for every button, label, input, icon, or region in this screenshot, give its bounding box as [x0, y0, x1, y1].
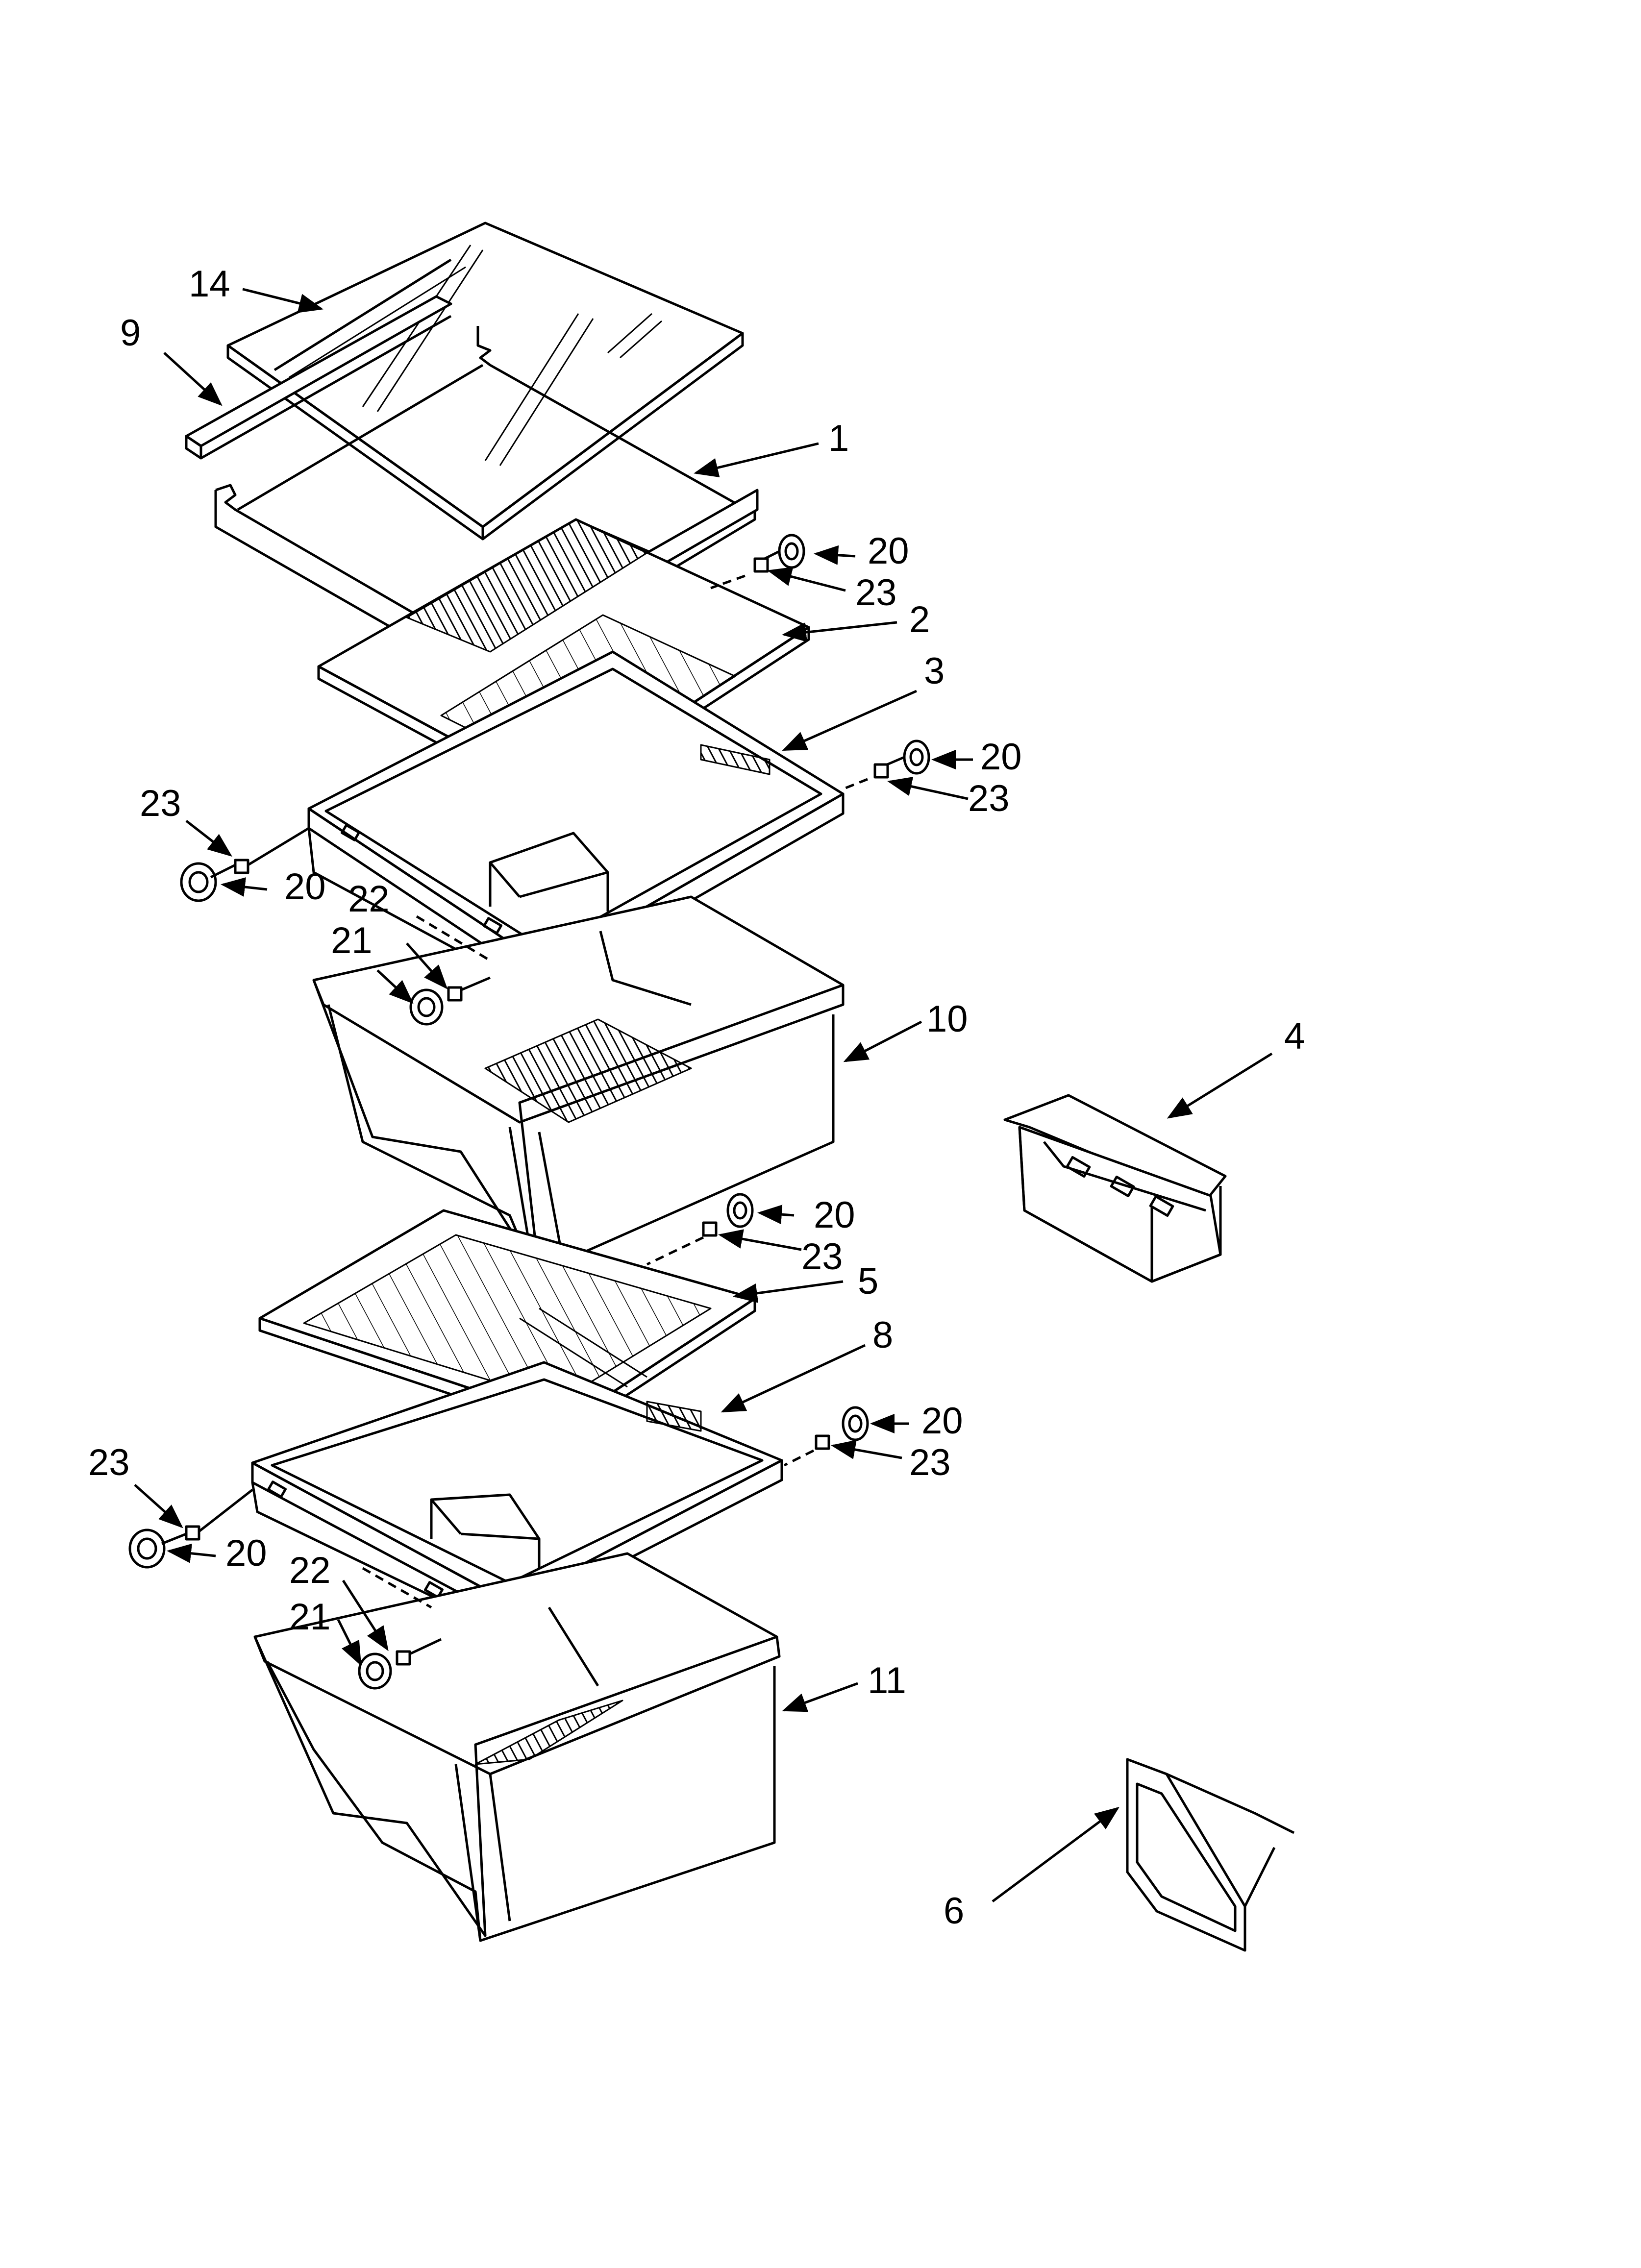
callout-labels: 14 9 1 20 23 2 3 20 23 23 20 22 21 10 4 … [88, 263, 1305, 1932]
callout-8: 8 [872, 1314, 893, 1356]
glass-shelf [226, 222, 744, 541]
callout-23: 23 [968, 778, 1010, 819]
door-bin [1003, 1094, 1227, 1283]
callout-23: 23 [855, 572, 897, 614]
callout-22: 22 [348, 878, 390, 920]
callout-14: 14 [189, 263, 230, 305]
callout-11: 11 [868, 1660, 906, 1701]
roller-assemblies [128, 534, 930, 1690]
callout-21: 21 [331, 920, 373, 961]
callout-5: 5 [858, 1260, 878, 1302]
callout-20: 20 [921, 1400, 963, 1442]
callout-3: 3 [924, 650, 945, 692]
callout-21: 21 [289, 1596, 331, 1638]
callout-20: 20 [868, 530, 909, 572]
label-holder [1126, 1758, 1295, 1952]
callout-23: 23 [909, 1442, 951, 1483]
crisper-drawer-lower [253, 1552, 781, 1942]
callout-2: 2 [909, 599, 930, 641]
callout-20: 20 [284, 866, 326, 908]
callout-20: 20 [225, 1532, 267, 1574]
shelf-trim [185, 295, 452, 460]
callout-9: 9 [120, 312, 141, 354]
callout-23: 23 [801, 1236, 843, 1278]
leader-lines [134, 288, 1273, 1903]
callout-10: 10 [926, 998, 968, 1040]
callout-20: 20 [980, 736, 1022, 778]
callout-22: 22 [289, 1550, 331, 1591]
callout-23: 23 [88, 1442, 130, 1483]
crisper-frame-lower [251, 1361, 783, 1621]
callout-20: 20 [814, 1194, 855, 1236]
callout-1: 1 [828, 418, 849, 459]
callout-4: 4 [1284, 1015, 1305, 1057]
callout-23: 23 [140, 783, 181, 824]
callout-6: 6 [944, 1890, 964, 1932]
crisper-drawer-upper [312, 895, 845, 1276]
